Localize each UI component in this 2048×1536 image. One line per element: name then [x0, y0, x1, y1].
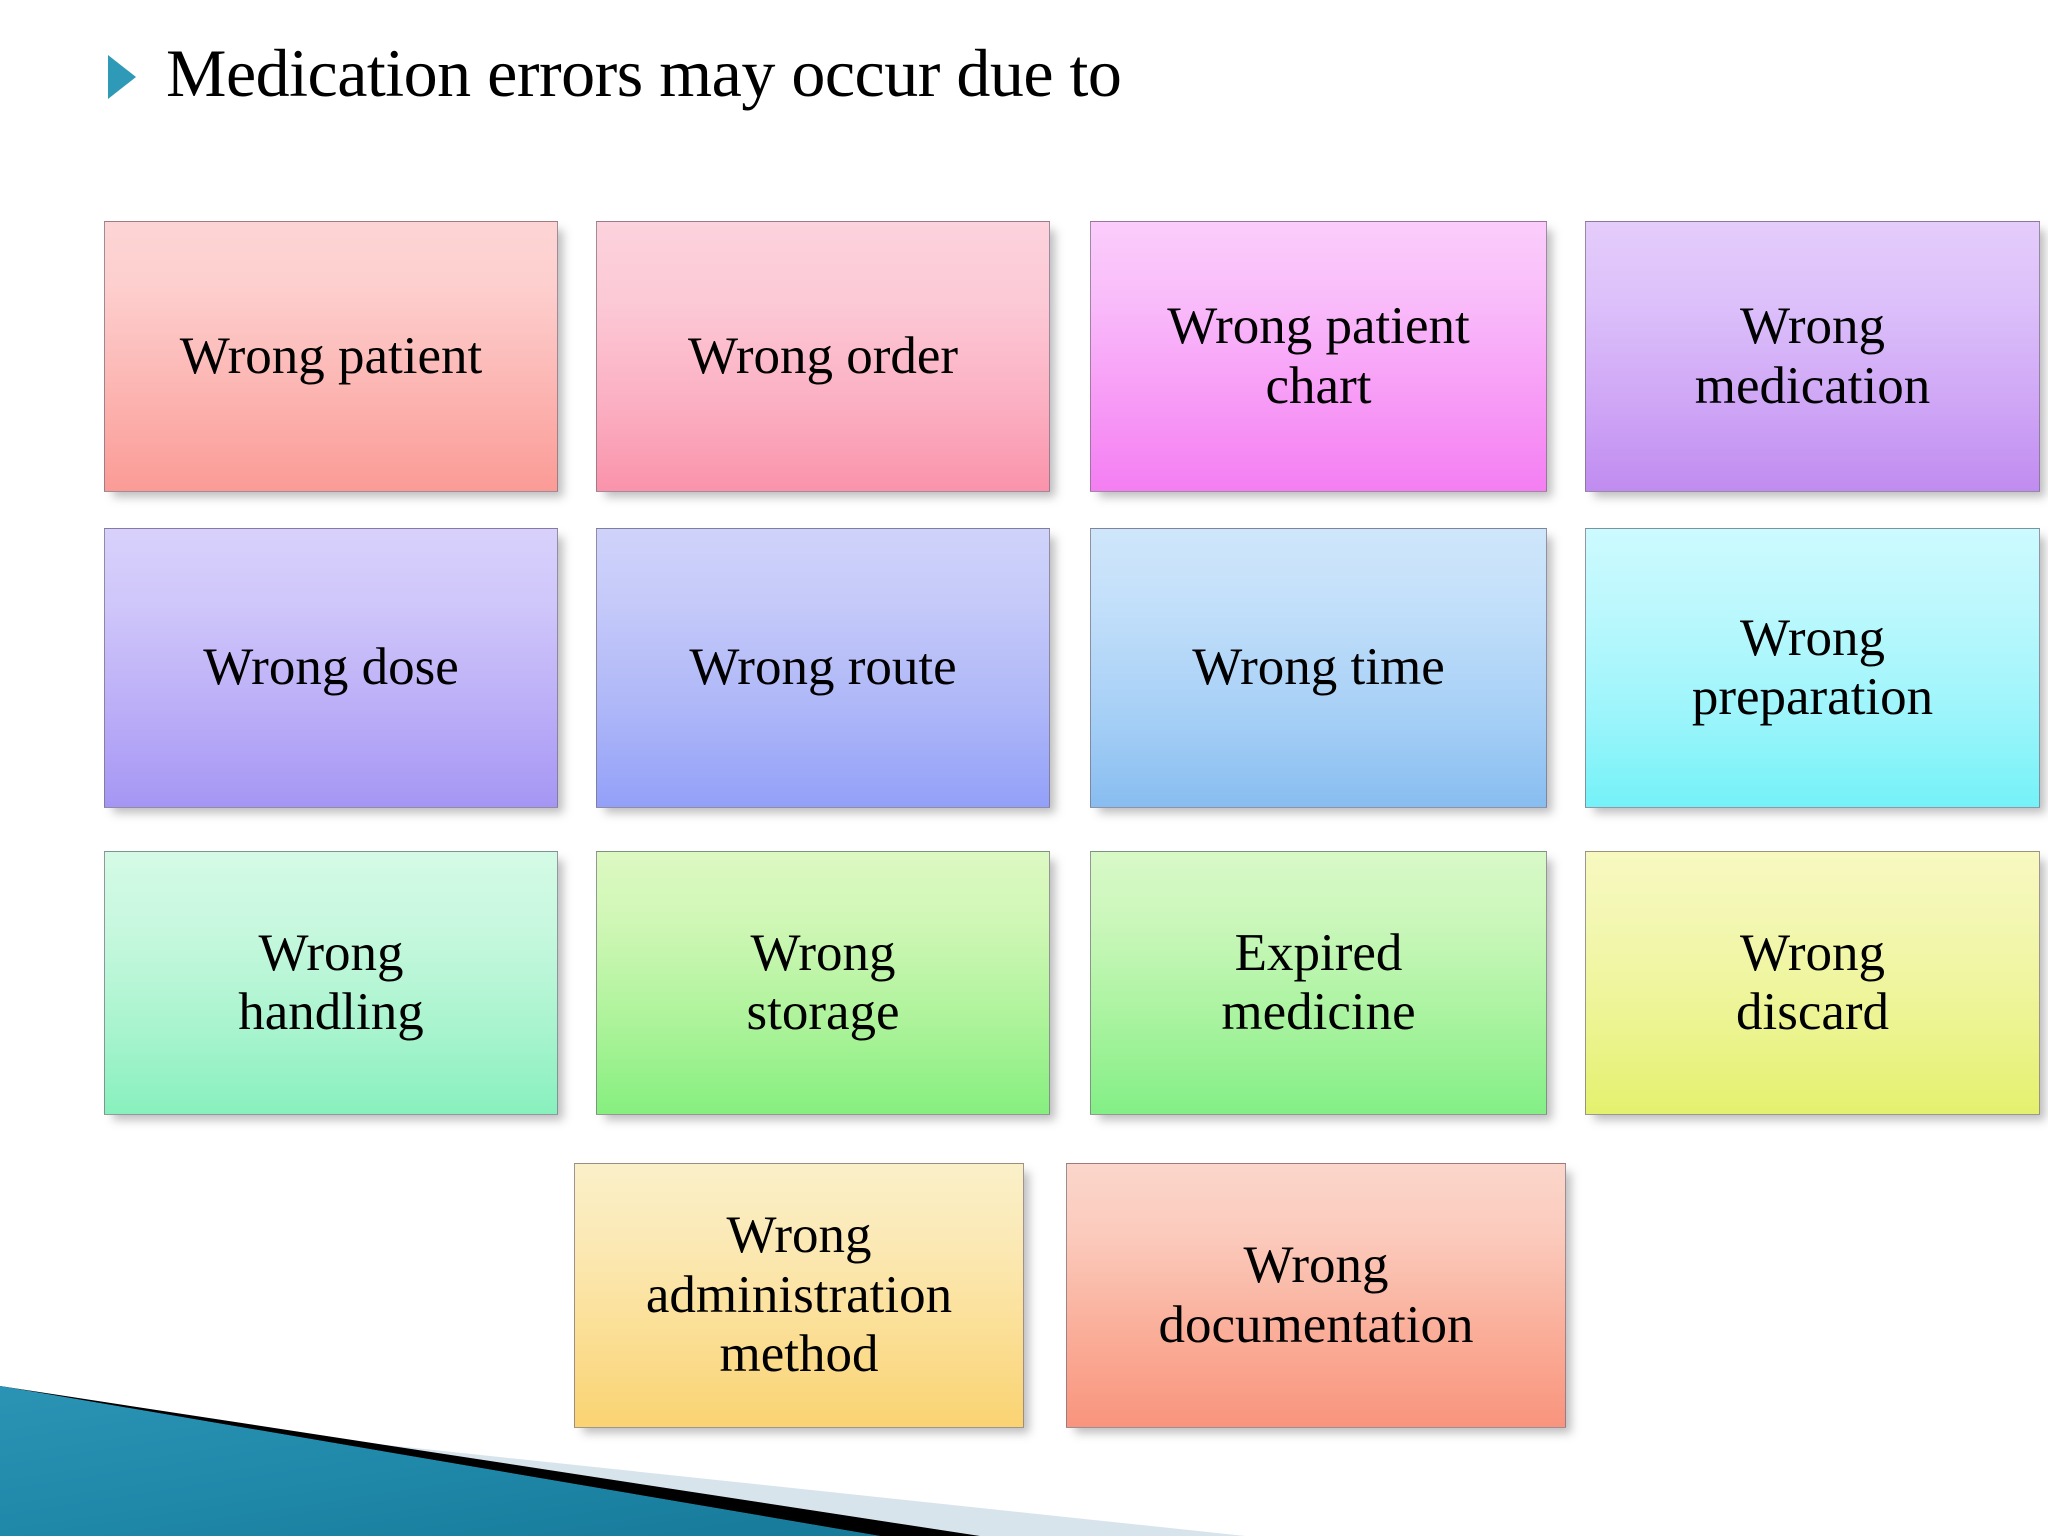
error-card-wrong-patient-chart[interactable]: Wrong patient chart [1090, 221, 1547, 492]
error-card-wrong-patient[interactable]: Wrong patient [104, 221, 558, 492]
banner-band-pale-2 [0, 1426, 1245, 1536]
error-card-label: Wrong handling [238, 923, 424, 1041]
error-card-expired-medicine[interactable]: Expired medicine [1090, 851, 1547, 1115]
error-card-wrong-route[interactable]: Wrong route [596, 528, 1050, 808]
error-card-wrong-medication[interactable]: Wrong medication [1585, 221, 2040, 492]
error-card-wrong-administration-method[interactable]: Wrong administration method [574, 1163, 1024, 1428]
error-card-label: Wrong route [689, 638, 957, 697]
error-card-wrong-discard[interactable]: Wrong discard [1585, 851, 2040, 1115]
error-card-label: Wrong order [687, 326, 959, 385]
error-card-label: Wrong administration method [645, 1206, 953, 1384]
triangle-bullet-icon [108, 54, 136, 99]
error-card-label: Wrong preparation [1691, 608, 1934, 726]
error-card-label: Wrong patient [179, 326, 483, 385]
error-card-wrong-storage[interactable]: Wrong storage [596, 851, 1050, 1115]
error-card-wrong-preparation[interactable]: Wrong preparation [1585, 528, 2040, 808]
error-card-label: Wrong discard [1735, 923, 1890, 1041]
page-title: Medication errors may occur due to [166, 35, 1122, 111]
error-card-label: Wrong patient chart [1167, 297, 1470, 415]
error-card-label: Wrong medication [1694, 297, 1931, 415]
error-card-label: Wrong documentation [1158, 1236, 1474, 1354]
error-card-wrong-documentation[interactable]: Wrong documentation [1066, 1163, 1566, 1428]
error-card-wrong-time[interactable]: Wrong time [1090, 528, 1547, 808]
error-card-label: Wrong storage [746, 923, 900, 1041]
error-card-label: Wrong time [1192, 638, 1445, 697]
slide-title-row: Medication errors may occur due to [108, 35, 1122, 111]
error-card-label: Expired medicine [1221, 923, 1416, 1041]
error-card-wrong-dose[interactable]: Wrong dose [104, 528, 558, 808]
error-card-wrong-handling[interactable]: Wrong handling [104, 851, 558, 1115]
error-card-wrong-order[interactable]: Wrong order [596, 221, 1050, 492]
error-card-label: Wrong dose [203, 638, 459, 697]
